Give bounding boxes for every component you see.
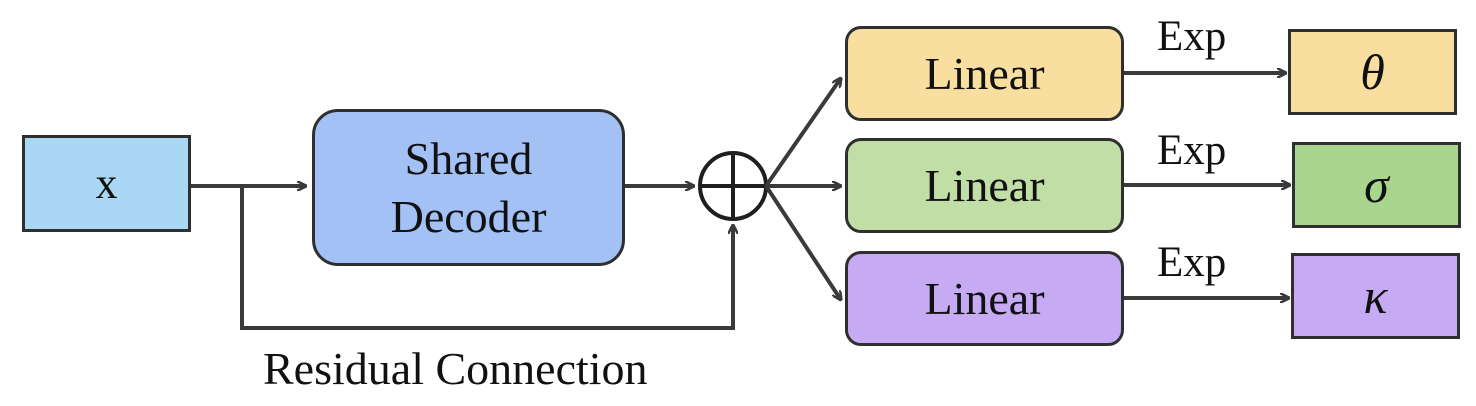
shared-decoder-node: Shared Decoder	[312, 109, 625, 266]
arrow-add-to-linear-1	[764, 78, 841, 188]
linear-node-1: Linear	[845, 26, 1124, 121]
decoder-label-line-2: Decoder	[390, 190, 547, 242]
exp-label-3: Exp	[1157, 239, 1227, 286]
linear-node-3: Linear	[845, 251, 1124, 346]
decoder-label-line-1: Shared	[404, 132, 533, 184]
input-label: x	[95, 159, 118, 208]
output-node-sigma: σ	[1292, 142, 1461, 228]
output-label-kappa: κ	[1363, 268, 1388, 324]
exp-label-1: Exp	[1157, 13, 1227, 60]
output-node-kappa: κ	[1291, 253, 1460, 339]
linear-label-2: Linear	[924, 160, 1045, 211]
exp-label-2: Exp	[1157, 127, 1227, 174]
output-label-sigma: σ	[1364, 157, 1389, 213]
residual-connection-label: Residual Connection	[263, 343, 648, 394]
linear-node-2: Linear	[845, 138, 1124, 233]
output-label-theta: θ	[1360, 44, 1385, 100]
add-node	[698, 151, 768, 221]
input-node: x	[22, 135, 191, 232]
arrow-add-to-linear-3	[764, 184, 841, 300]
output-node-theta: θ	[1288, 29, 1457, 115]
residual-connection-path	[240, 186, 735, 330]
linear-label-3: Linear	[924, 273, 1045, 324]
linear-label-1: Linear	[924, 48, 1045, 99]
